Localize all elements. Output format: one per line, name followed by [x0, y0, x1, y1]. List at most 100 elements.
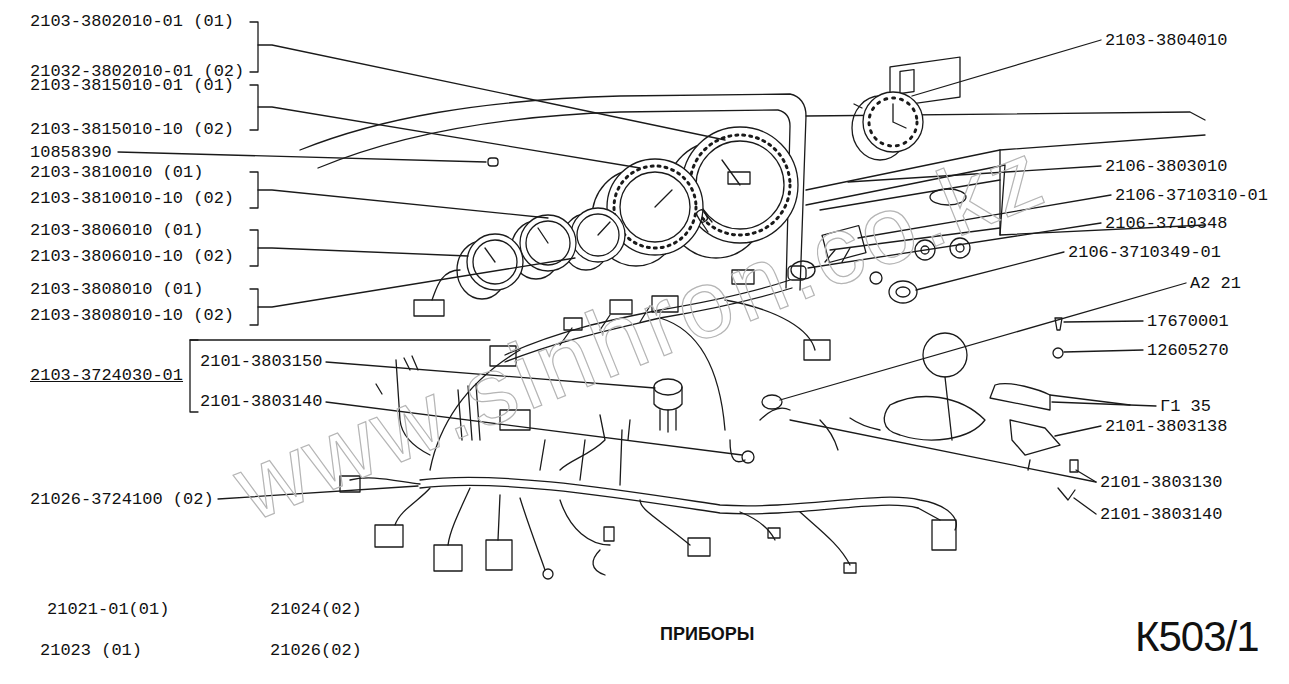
gear-lever [945, 377, 952, 440]
leader-line [258, 258, 575, 307]
wiring-harness [420, 485, 918, 514]
part-number: Г1 35 [1160, 397, 1211, 417]
wiring-harness [800, 512, 850, 565]
clock [852, 92, 923, 160]
part-number: 2103-3806010 (01) [30, 221, 203, 241]
wiring-harness [498, 495, 500, 540]
wiring-harness [762, 395, 782, 409]
wiring-harness [395, 488, 430, 525]
speedometer [728, 172, 750, 184]
part-number: 2103-3806010-10 (02) [30, 247, 234, 267]
leader-line [250, 85, 258, 130]
small-gauges [526, 221, 570, 265]
harness-number: 2103-3724030-01 [30, 366, 183, 386]
speedometer [690, 135, 790, 235]
part-number: 2103-3808010 (01) [30, 280, 203, 300]
leader-line [190, 340, 198, 412]
part-number: 2101-3803130 [1100, 473, 1222, 493]
relay [654, 379, 682, 432]
part-number: 21026-3724100 (02) [30, 490, 214, 510]
wiring-harness [760, 408, 790, 420]
part-number: 2101-3803140 [200, 392, 322, 412]
wiring-harness [844, 563, 856, 573]
part-number: 2106-3710310-01 [1115, 186, 1268, 206]
leader-line [250, 230, 258, 266]
gear-lever [990, 384, 1050, 410]
wiring-harness [932, 520, 956, 550]
small-gauges [432, 270, 460, 300]
leader-line [790, 420, 1096, 482]
leader-line [250, 172, 258, 208]
leader-line [118, 152, 486, 162]
model-code: 21026(02) [270, 641, 362, 661]
tachometer [614, 166, 696, 248]
small-gauges [467, 234, 523, 290]
lamp-symbol [696, 209, 709, 223]
leader-line [1074, 498, 1096, 514]
wiring-harness [740, 512, 775, 540]
wiring-harness [420, 477, 956, 530]
leader-line [190, 339, 490, 340]
leader-line [1064, 350, 1143, 352]
sheet-number: К503/1 [1135, 614, 1259, 660]
wiring-harness [486, 540, 512, 570]
leader-line [1052, 402, 1156, 406]
part-number: 2103-3804010 [1105, 31, 1227, 51]
wiring-harness [375, 525, 403, 547]
wiring-harness [604, 527, 614, 541]
leader-line [250, 22, 258, 72]
lamp-symbol [488, 158, 498, 166]
wiring-harness [434, 545, 462, 571]
small-gauges [473, 240, 517, 284]
relay [654, 379, 682, 395]
leader-line [258, 45, 725, 140]
gear-lever [1053, 348, 1063, 358]
clock [869, 98, 917, 146]
small-gauges [598, 222, 610, 235]
part-number: 2103-3810010-10 (02) [30, 189, 234, 209]
watermark: www.sinhron.co.kz [221, 122, 1059, 538]
gear-lever [1028, 460, 1075, 500]
leader-line [250, 289, 258, 325]
relay [660, 410, 676, 432]
switch-symbols [889, 281, 917, 303]
wiring-harness [520, 498, 545, 570]
model-code: 21021-01(01) [47, 600, 169, 620]
tachometer [620, 172, 690, 242]
small-gauges [414, 300, 444, 316]
gear-lever [884, 397, 985, 440]
wiring-harness [628, 420, 630, 440]
wiring-harness [688, 538, 710, 556]
wiring-harness [918, 508, 940, 520]
dashboard-outline [900, 70, 914, 94]
wiring-harness [640, 500, 690, 545]
leader-line [912, 40, 1101, 96]
part-number: 2106-3710348 [1105, 214, 1227, 234]
leader-line [1055, 426, 1101, 436]
part-number: 2101-3803150 [200, 352, 322, 372]
wiring-harness [742, 451, 754, 463]
wiring-harness [804, 340, 830, 360]
switch-symbols [896, 287, 910, 297]
small-gauges [485, 248, 495, 262]
gear-lever [884, 318, 1130, 500]
model-code: 21023 (01) [40, 641, 142, 661]
wiring-harness [560, 500, 610, 545]
small-gauges [571, 208, 625, 262]
wiring-harness [768, 528, 780, 538]
part-number: 2103-3815010-01 (01) [30, 76, 234, 96]
speedometer [696, 141, 784, 229]
gear-lever [1010, 420, 1060, 455]
wiring-harness [850, 418, 880, 430]
leader-line [1064, 321, 1143, 322]
tachometer [655, 190, 672, 207]
part-number: 2101-3803138 [1105, 417, 1227, 437]
model-code: 21024(02) [270, 600, 362, 620]
gear-lever [923, 333, 967, 377]
leader-line [258, 190, 548, 218]
wiring-harness [593, 550, 605, 575]
clock [893, 104, 906, 128]
part-number: 2103-3810010 (01) [30, 163, 203, 183]
part-number: А2 21 [1190, 274, 1241, 294]
